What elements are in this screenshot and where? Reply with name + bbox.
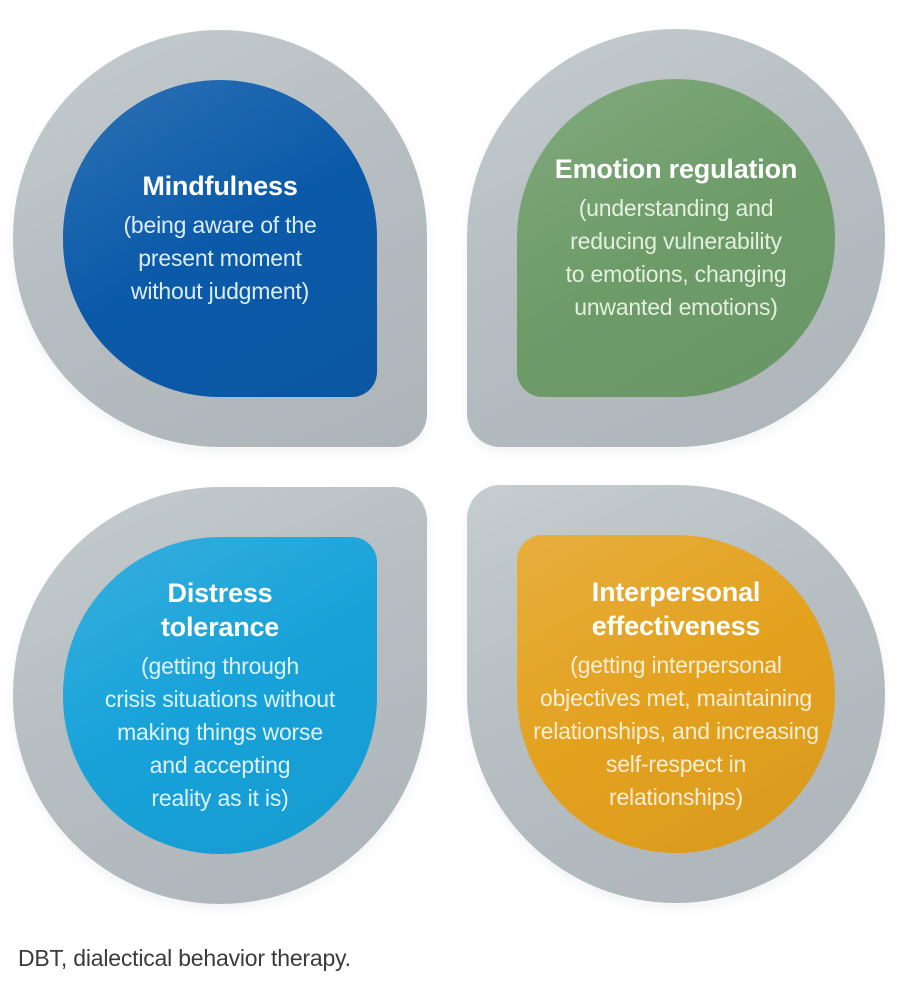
emotion-regulation-bubble: Emotion regulation (understanding and re… <box>517 79 835 397</box>
distress-tolerance-bubble: Distress tolerance (getting through cris… <box>63 537 377 854</box>
mindfulness-bubble: Mindfulness (being aware of the present … <box>63 80 377 397</box>
mindfulness-description: (being aware of the present moment witho… <box>123 212 317 304</box>
quadrant-mindfulness: Mindfulness (being aware of the present … <box>13 30 427 447</box>
quadrant-emotion-regulation: Emotion regulation (understanding and re… <box>467 29 885 447</box>
distress-tolerance-title: Distress tolerance <box>160 578 280 642</box>
quadrant-distress-tolerance: Distress tolerance (getting through cris… <box>13 487 427 904</box>
interpersonal-effectiveness-description: (getting interpersonal objectives met, m… <box>533 651 819 810</box>
emotion-regulation-title: Emotion regulation <box>554 154 798 184</box>
emotion-regulation-description: (understanding and reducing vulnerabilit… <box>565 195 787 320</box>
distress-tolerance-description: (getting through crisis situations witho… <box>104 653 336 811</box>
interpersonal-effectiveness-bubble: Interpersonal effectiveness (getting int… <box>517 535 835 853</box>
interpersonal-effectiveness-title: Interpersonal effectiveness <box>591 576 761 641</box>
mindfulness-title: Mindfulness <box>142 171 298 201</box>
quadrant-interpersonal-effectiveness: Interpersonal effectiveness (getting int… <box>467 485 885 903</box>
figure-caption: DBT, dialectical behavior therapy. <box>18 945 351 971</box>
